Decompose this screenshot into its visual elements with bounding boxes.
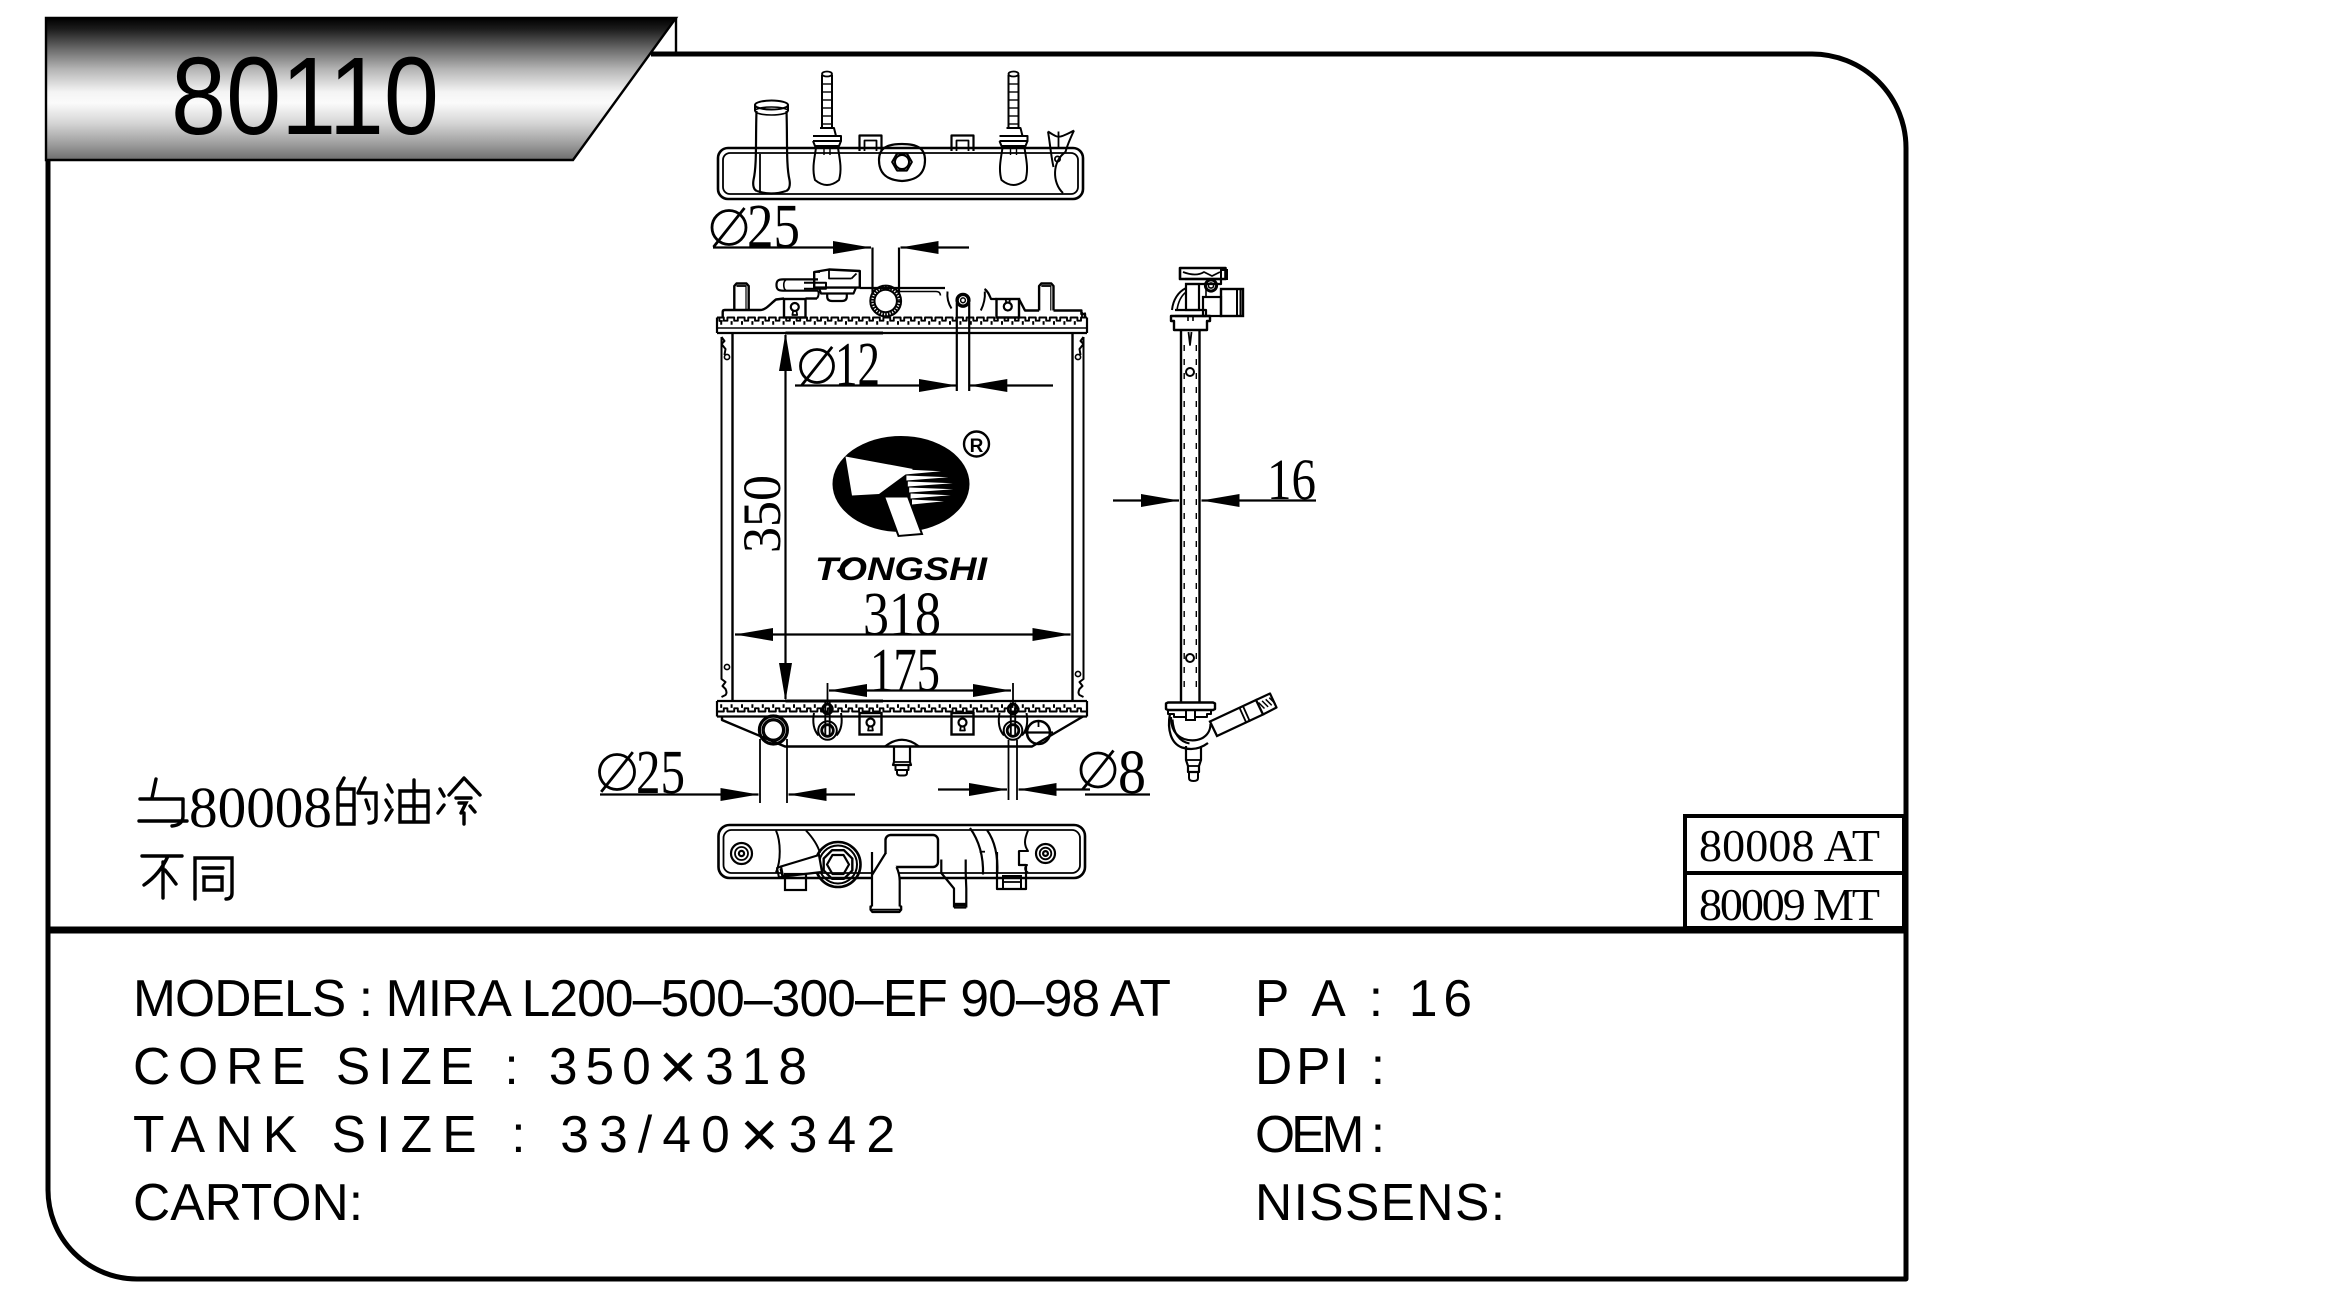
svg-text:350: 350 xyxy=(732,475,792,553)
svg-text:80110: 80110 xyxy=(171,35,439,158)
svg-text:16: 16 xyxy=(1267,447,1316,512)
svg-text:80009 MT: 80009 MT xyxy=(1699,879,1880,930)
svg-text:318: 318 xyxy=(863,581,941,649)
svg-text:12: 12 xyxy=(835,331,880,399)
svg-text:OEM :: OEM : xyxy=(1255,1105,1385,1163)
svg-text:8: 8 xyxy=(1118,739,1146,807)
svg-text:25: 25 xyxy=(747,193,800,261)
svg-text:CORE SIZE : 350×318: CORE SIZE : 350×318 xyxy=(133,1029,807,1103)
svg-text:25: 25 xyxy=(636,739,685,807)
svg-text:R: R xyxy=(970,436,984,457)
svg-text:CARTON:: CARTON: xyxy=(133,1173,363,1231)
svg-text:175: 175 xyxy=(870,637,940,705)
svg-text:80008: 80008 xyxy=(189,775,332,840)
svg-text:80008 AT: 80008 AT xyxy=(1699,820,1880,871)
svg-text:NISSENS:: NISSENS: xyxy=(1255,1173,1505,1231)
svg-text:TONGSHI: TONGSHI xyxy=(815,551,988,587)
svg-text:MODELS : MIRA L200–500–300–EF: MODELS : MIRA L200–500–300–EF 90–98 AT xyxy=(133,969,1171,1027)
svg-text:DPI :: DPI : xyxy=(1255,1037,1385,1095)
